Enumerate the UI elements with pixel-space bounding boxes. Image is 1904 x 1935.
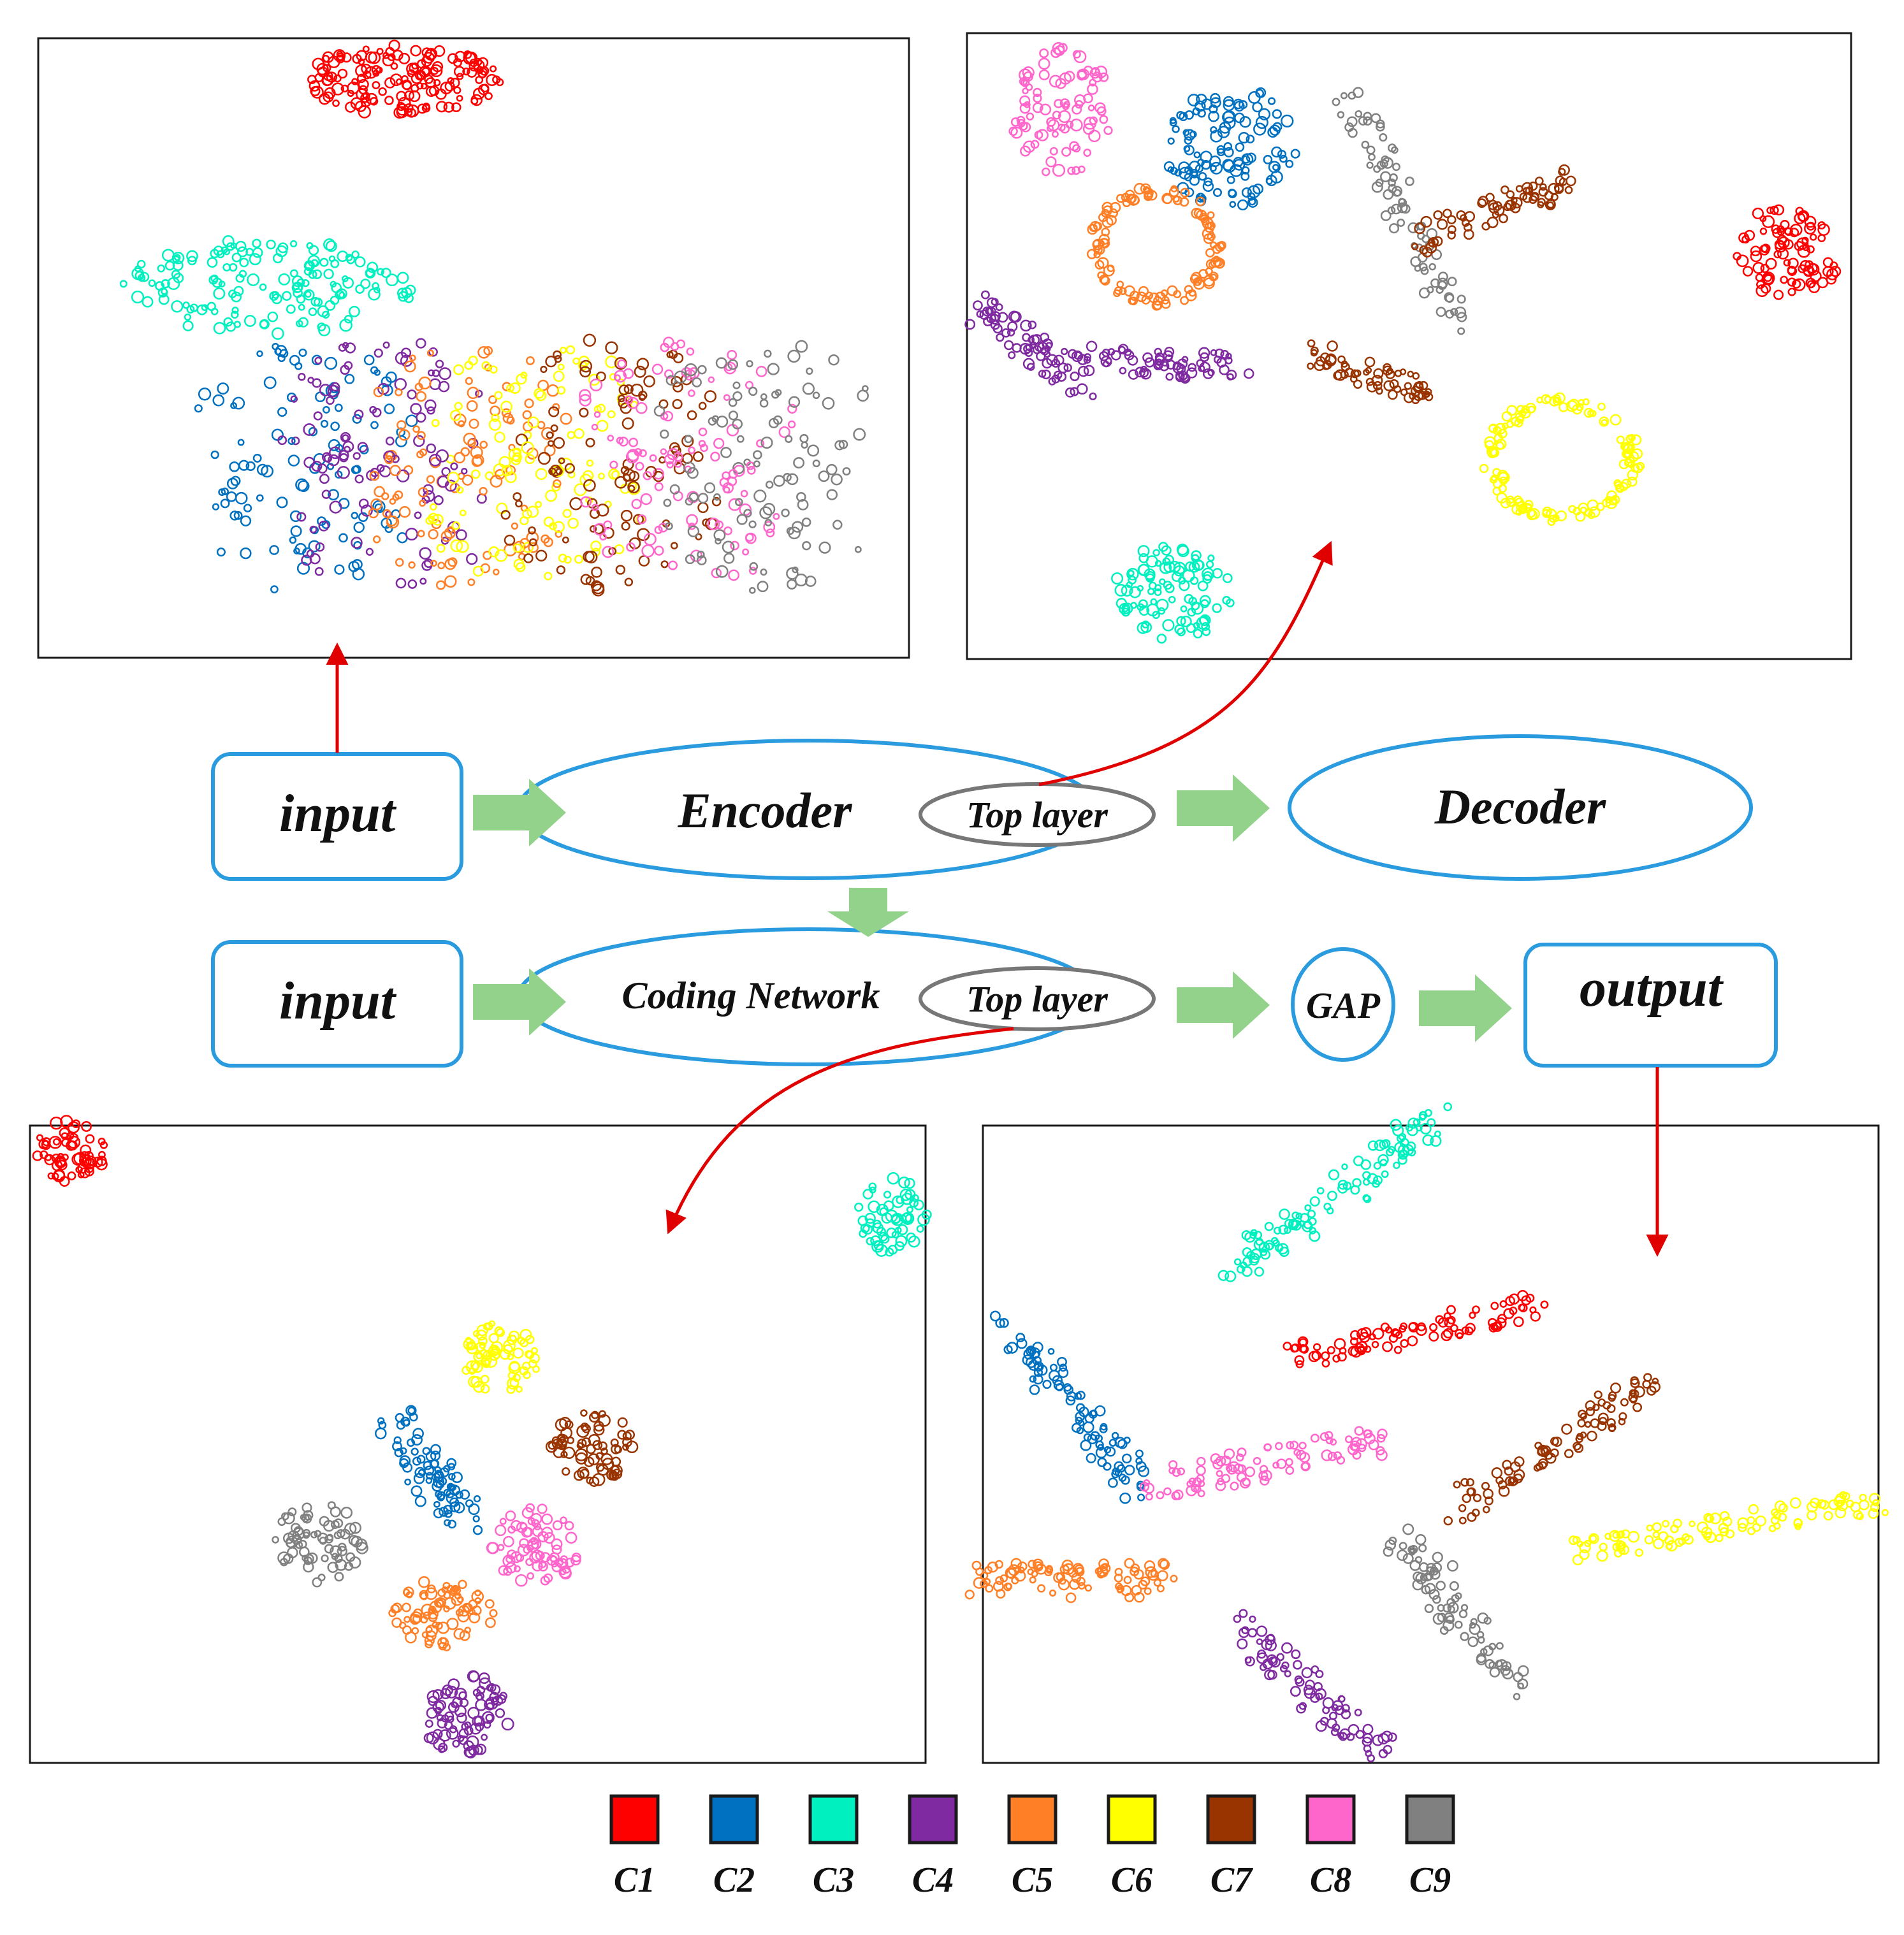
link-arrow-coding-top-to-plot xyxy=(665,1027,1014,1235)
scatter-clusters xyxy=(32,40,1889,1763)
class-legend: C1 C2 C3 C4 C5 C6 C7 C8 C9 xyxy=(609,1794,1455,1900)
encoder-cluster-yellow xyxy=(1479,392,1645,526)
encoder-cluster-brown-b xyxy=(1307,339,1434,405)
legend-swatch-c9 xyxy=(1405,1794,1455,1844)
output-box xyxy=(1523,943,1778,1068)
decoder-ellipse xyxy=(1288,734,1753,881)
legend-label-c7: C7 xyxy=(1210,1860,1253,1900)
flow-arrow-encoder-to-decoder xyxy=(1177,774,1270,842)
coding-cluster-green xyxy=(854,1172,932,1257)
legend-label-c4: C4 xyxy=(912,1860,954,1900)
coding-cluster-blue xyxy=(375,1405,483,1535)
legend-swatch-c7 xyxy=(1206,1794,1256,1844)
encoder-cluster-pink xyxy=(1008,42,1113,177)
legend-label-c6: C6 xyxy=(1111,1860,1152,1900)
scatter-panel-coding-network xyxy=(29,1124,927,1764)
coding-top-layer-ellipse xyxy=(919,966,1156,1031)
flow-arrow-input-to-encoder xyxy=(473,779,566,846)
input-mix-13 xyxy=(663,447,862,594)
flow-arrow-encoder-to-coding xyxy=(827,888,909,937)
scatter-panel-input xyxy=(37,37,910,659)
gap-circle xyxy=(1291,947,1395,1062)
encoder-cluster-purple-a xyxy=(964,290,1097,401)
input-cluster-green xyxy=(119,235,416,340)
input-label-top: input xyxy=(279,784,397,843)
scatter-panel-output xyxy=(982,1124,1880,1764)
scatter-panel-encoder xyxy=(966,32,1852,660)
encoder-cluster-blue xyxy=(1163,87,1300,211)
output-cluster-green xyxy=(1217,1102,1453,1282)
input-box-bottom xyxy=(211,940,463,1068)
output-cluster-orange xyxy=(964,1558,1178,1604)
legend-swatch-c8 xyxy=(1305,1794,1356,1844)
legend-swatch-c1 xyxy=(609,1794,660,1844)
input-cluster-c1 xyxy=(307,40,504,119)
legend-swatch-c3 xyxy=(808,1794,859,1844)
legend-swatch-c5 xyxy=(1007,1794,1057,1844)
legend-label-c9: C9 xyxy=(1409,1860,1451,1900)
input-mix-6 xyxy=(653,340,869,489)
coding-cluster-pink xyxy=(486,1503,581,1587)
input-mix-12 xyxy=(580,440,780,581)
output-cluster-brown xyxy=(1443,1373,1661,1526)
output-cluster-purple xyxy=(1233,1609,1397,1763)
output-cluster-gray xyxy=(1383,1523,1529,1700)
coding-top-layer-label: Top layer xyxy=(966,978,1108,1020)
flow-arrow-gap-to-output xyxy=(1419,975,1512,1042)
coding-cluster-red xyxy=(32,1115,108,1187)
input-mix-7 xyxy=(212,437,408,593)
input-box-top xyxy=(211,752,463,881)
encoder-cluster-orange xyxy=(1086,183,1226,311)
output-cluster-pink xyxy=(1139,1426,1388,1501)
link-arrow-encoder-top-to-plot xyxy=(1038,540,1333,786)
legend-label-c8: C8 xyxy=(1310,1860,1351,1900)
legend-label-c2: C2 xyxy=(713,1860,755,1900)
encoder-cluster-brown-a xyxy=(1411,164,1576,257)
flow-arrow-coding-to-gap xyxy=(1177,971,1270,1039)
coding-cluster-yellow xyxy=(461,1320,541,1395)
input-mix-4 xyxy=(515,333,717,482)
legend-label-c1: C1 xyxy=(614,1860,655,1900)
legend-label-c3: C3 xyxy=(813,1860,854,1900)
encoder-cluster-purple-b xyxy=(1071,340,1254,384)
output-cluster-red xyxy=(1283,1290,1549,1368)
coding-cluster-purple xyxy=(423,1670,514,1758)
coding-cluster-brown xyxy=(545,1409,639,1487)
output-cluster-yellow xyxy=(1568,1491,1889,1566)
decoder-label: Decoder xyxy=(1434,779,1606,834)
input-mix-9 xyxy=(368,438,563,590)
encoder-top-layer-label: Top layer xyxy=(966,794,1108,836)
encoder-top-layer-ellipse xyxy=(919,782,1156,847)
encoder-cluster-red xyxy=(1733,204,1842,300)
coding-network-label: Coding Network xyxy=(621,975,880,1017)
legend-swatch-c6 xyxy=(1107,1794,1157,1844)
coding-cluster-gray xyxy=(272,1501,368,1588)
legend-label-c5: C5 xyxy=(1012,1860,1053,1900)
coding-cluster-orange xyxy=(388,1576,498,1651)
flow-arrow-input-to-coding xyxy=(473,968,566,1036)
legend-swatch-c4 xyxy=(908,1794,958,1844)
legend-swatch-c2 xyxy=(709,1794,759,1844)
output-cluster-blue xyxy=(989,1310,1150,1504)
encoder-cluster-green xyxy=(1111,542,1235,644)
gap-label: GAP xyxy=(1306,985,1381,1026)
output-label: output xyxy=(1580,959,1724,1018)
encoder-label: Encoder xyxy=(678,783,853,838)
input-label-bottom: input xyxy=(279,971,397,1031)
